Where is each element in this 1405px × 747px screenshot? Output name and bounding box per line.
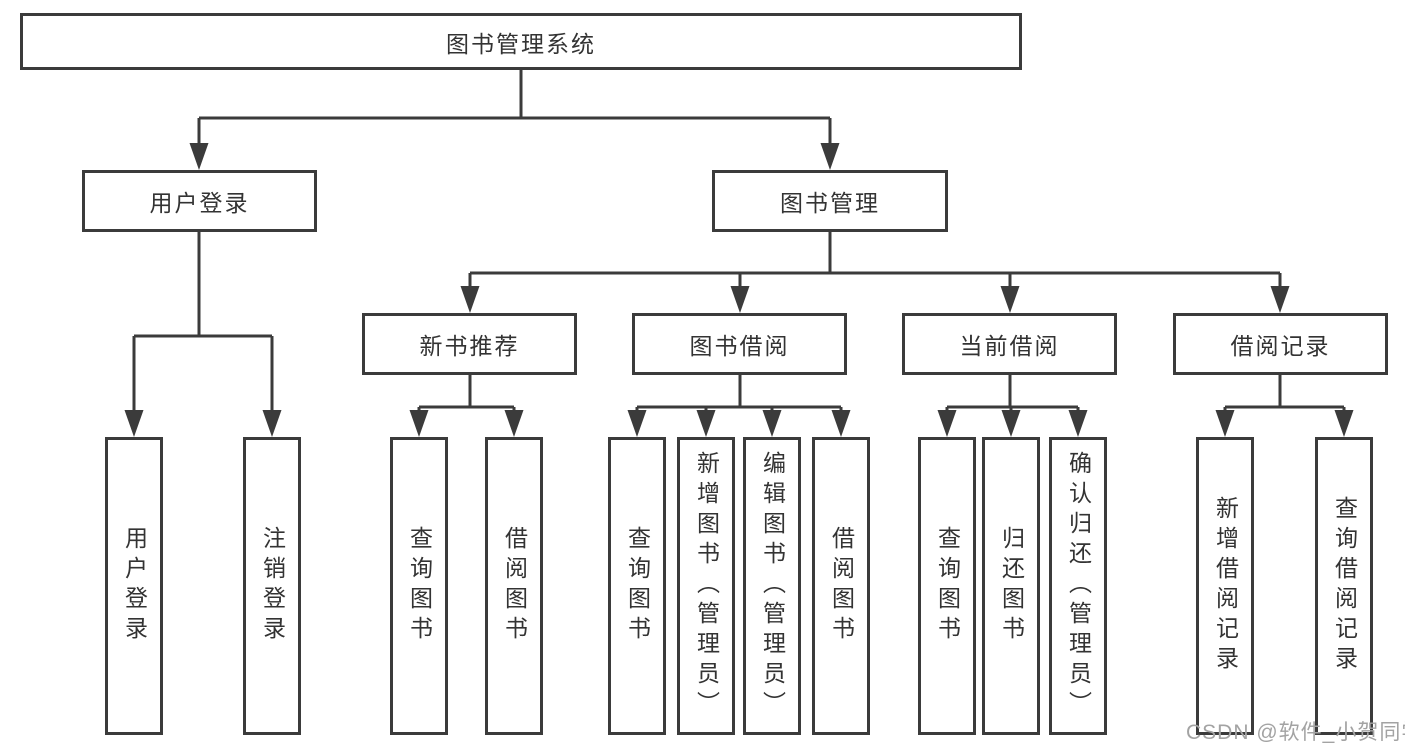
- arrowhead: [696, 410, 716, 437]
- leaf-bb-edit-books-admin: 编辑图书（管理员）: [743, 437, 801, 735]
- arrowhead: [831, 410, 851, 437]
- arrowhead: [189, 143, 209, 170]
- csdn-watermark: CSDN @软件_小贺同学: [1186, 721, 1405, 744]
- arrowhead: [124, 410, 144, 437]
- arrowhead: [460, 286, 480, 313]
- arrowhead: [762, 410, 782, 437]
- arrowhead: [504, 410, 524, 437]
- leaf-nbr-borrow-books: 借阅图书: [485, 437, 543, 735]
- edge-new-book-recommend-to-leaves: [417, 375, 516, 425]
- leaf-label: 注销登录: [259, 526, 286, 646]
- leaf-label: 查询图书: [406, 526, 433, 646]
- leaf-label: 查询图书: [624, 526, 651, 646]
- node-book-management: 图书管理: [712, 170, 948, 232]
- leaf-label: 用户登录: [121, 526, 148, 646]
- arrowhead: [1001, 410, 1021, 437]
- leaf-bb-add-books-admin: 新增图书（管理员）: [677, 437, 735, 735]
- arrowhead: [627, 410, 647, 437]
- leaf-cb-confirm-return-admin: 确认归还（管理员）: [1049, 437, 1107, 735]
- arrowhead: [730, 286, 750, 313]
- edge-book-borrowing-to-leaves: [635, 375, 843, 425]
- node-root-label: 图书管理系统: [446, 30, 596, 57]
- node-user-login: 用户登录: [82, 170, 317, 232]
- edge-borrowing-records-to-leaves: [1223, 375, 1346, 425]
- leaf-label: 确认归还（管理员）: [1065, 451, 1092, 721]
- leaf-logout: 注销登录: [243, 437, 301, 735]
- leaf-label: 借阅图书: [828, 526, 855, 646]
- arrowhead: [1270, 286, 1290, 313]
- node-book-borrowing: 图书借阅: [632, 313, 847, 375]
- leaf-cb-return-books: 归还图书: [982, 437, 1040, 735]
- leaf-label: 借阅图书: [501, 526, 528, 646]
- arrowhead: [1334, 410, 1354, 437]
- arrowhead: [1068, 410, 1088, 437]
- leaf-bb-query-books: 查询图书: [608, 437, 666, 735]
- arrowhead: [409, 410, 429, 437]
- node-book-borrowing-label: 图书借阅: [689, 333, 790, 359]
- edge-user-login-to-leaves: [132, 232, 274, 425]
- leaf-br-add-record: 新增借阅记录: [1196, 437, 1254, 735]
- arrowhead: [937, 410, 957, 437]
- leaf-bb-borrow-books: 借阅图书: [812, 437, 870, 735]
- leaf-user-login: 用户登录: [105, 437, 163, 735]
- arrowhead: [1000, 286, 1020, 313]
- leaf-label: 归还图书: [998, 526, 1025, 646]
- node-current-borrowing: 当前借阅: [902, 313, 1117, 375]
- arrowhead: [820, 143, 840, 170]
- arrowhead: [1215, 410, 1235, 437]
- edge-book-management-to-level3: [468, 232, 1282, 301]
- leaf-label: 新增图书（管理员）: [693, 451, 720, 721]
- leaf-br-query-record: 查询借阅记录: [1315, 437, 1373, 735]
- node-borrowing-records-label: 借阅记录: [1230, 333, 1331, 359]
- leaf-cb-query-books: 查询图书: [918, 437, 976, 735]
- leaf-label: 编辑图书（管理员）: [759, 451, 786, 721]
- leaf-label: 查询图书: [934, 526, 961, 646]
- node-new-book-recommend-label: 新书推荐: [419, 333, 520, 359]
- leaf-label: 查询借阅记录: [1331, 496, 1358, 676]
- leaf-nbr-query-books: 查询图书: [390, 437, 448, 735]
- node-borrowing-records: 借阅记录: [1173, 313, 1388, 375]
- node-root: 图书管理系统: [20, 13, 1022, 70]
- arrowhead: [262, 410, 282, 437]
- node-new-book-recommend: 新书推荐: [362, 313, 577, 375]
- node-user-login-label: 用户登录: [149, 190, 250, 216]
- node-current-borrowing-label: 当前借阅: [959, 333, 1060, 359]
- node-book-management-label: 图书管理: [780, 190, 880, 216]
- leaf-label: 新增借阅记录: [1212, 496, 1239, 676]
